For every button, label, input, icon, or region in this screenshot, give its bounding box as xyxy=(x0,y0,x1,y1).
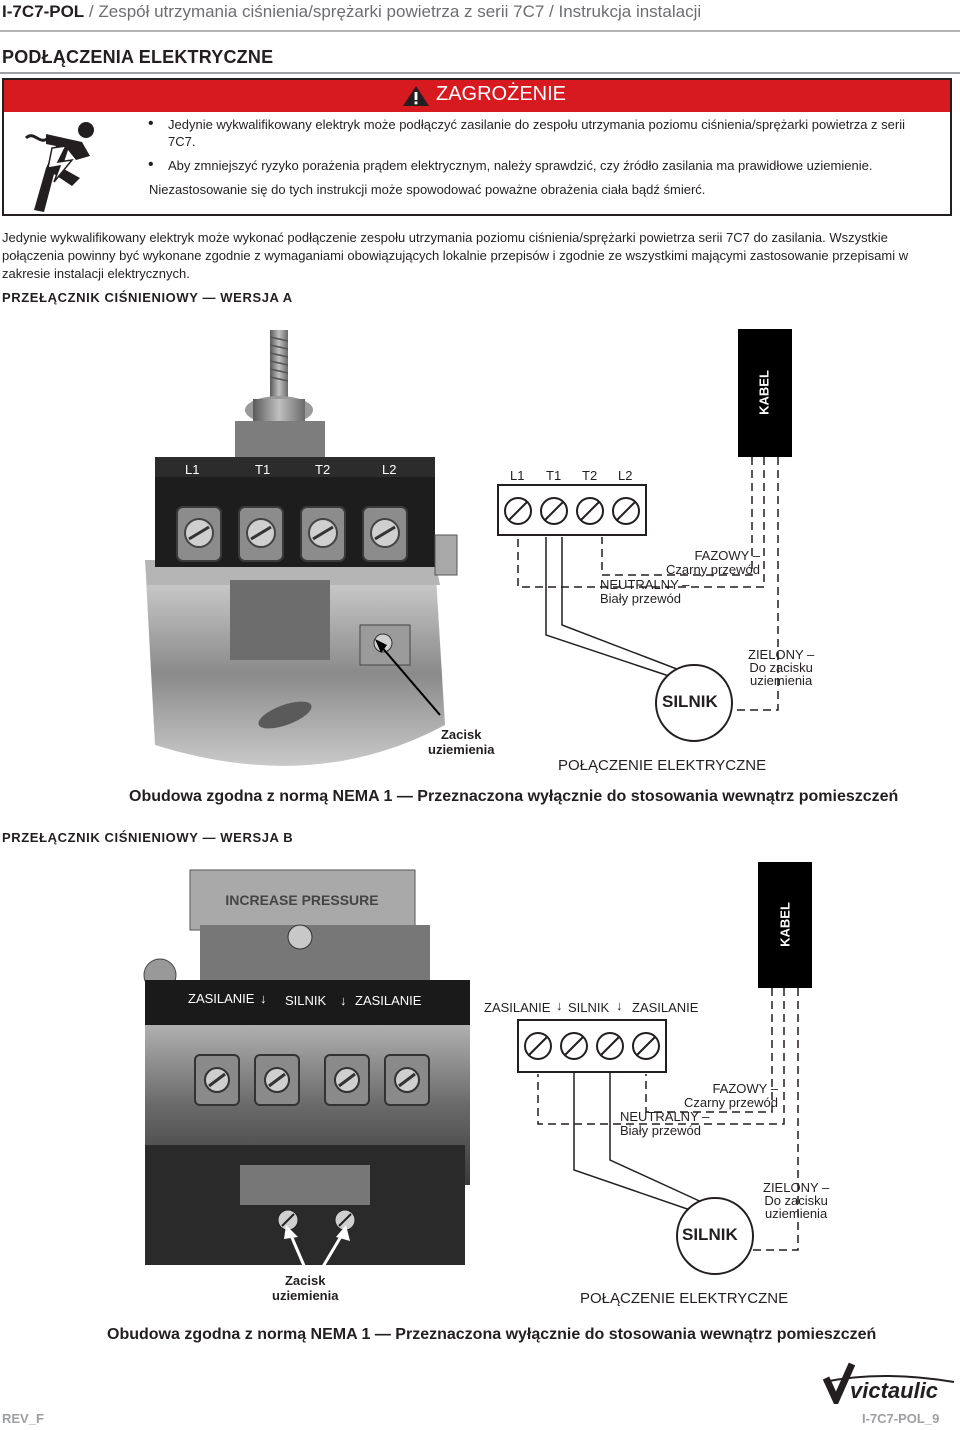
neutral-wire: Biały przewód xyxy=(620,1123,701,1138)
wiring-diagram-a xyxy=(497,329,792,742)
enclosure-caption-a: Obudowa zgodna z normą NEMA 1 — Przeznac… xyxy=(129,788,899,805)
ground-clamp-label-b: Zacisk uziemienia xyxy=(272,1273,338,1303)
photo-b-motor: SILNIK xyxy=(285,993,327,1008)
diagram-b-arrow-icon: ↓ xyxy=(616,998,623,1013)
electric-shock-icon xyxy=(24,122,94,212)
document-header: I-7C7-POL / Zespół utrzymania ciśnienia/… xyxy=(2,2,701,22)
photo-b-arrow-icon: ↓ xyxy=(340,993,347,1008)
warning-triangle-icon xyxy=(403,86,429,106)
header-separator: / xyxy=(84,2,99,21)
pressure-switch-photo-a xyxy=(135,325,475,785)
section-title: PODŁĄCZENIA ELEKTRYCZNE xyxy=(2,47,274,67)
version-a-title: PRZEŁĄCZNIK CIŚNIENIOWY — WERSJA A xyxy=(2,290,293,305)
diagram-b-arrow-icon: ↓ xyxy=(556,998,563,1013)
neutral-wire-label-b: NEUTRALNY – Biały przewód xyxy=(620,1110,709,1138)
ground-line-3: uziemienia xyxy=(765,1206,828,1221)
diagram-a-terminal-label: T1 xyxy=(546,468,562,483)
diagram-a-terminal-label: L2 xyxy=(618,468,633,483)
diagram-b-supply-left: ZASILANIE xyxy=(484,1000,551,1015)
kabel-label-b: KABEL xyxy=(777,902,793,947)
ground-clamp-label-a: Zacisk uziemienia xyxy=(428,727,494,757)
header-title: Zespół utrzymania ciśnienia/sprężarki po… xyxy=(98,2,702,21)
connection-caption-b: POŁĄCZENIE ELEKTRYCZNE xyxy=(580,1290,789,1307)
phase-label: FAZOWY – xyxy=(694,548,760,563)
ground-wire-label-b: ZIELONY – Do zacisku uziemienia xyxy=(763,1181,829,1220)
diagram-a-terminal-label: L1 xyxy=(510,468,525,483)
clamp-line-2: uziemienia xyxy=(428,742,495,757)
phase-wire: Czarny przewód xyxy=(684,1095,778,1110)
kabel-label-a: KABEL xyxy=(756,370,772,415)
diagram-b-motor: SILNIK xyxy=(568,1000,610,1015)
ground-line-1: ZIELONY – xyxy=(763,1180,830,1195)
ground-line-2: Do zacisku xyxy=(764,1193,828,1208)
footer-page: I-7C7-POL_9 xyxy=(862,1411,940,1426)
footer-revision: REV_F xyxy=(2,1411,44,1426)
ground-line-3: uziemienia xyxy=(750,673,813,688)
diagram-b-supply-right: ZASILANIE xyxy=(632,1000,699,1015)
clamp-line-1: Zacisk xyxy=(440,727,482,742)
danger-list: Jedynie wykwalifikowany elektryk może po… xyxy=(146,115,936,198)
header-rule xyxy=(0,30,960,32)
victaulic-logo: victaulic xyxy=(822,1362,955,1404)
clamp-line-1: Zacisk xyxy=(284,1273,326,1288)
enclosure-caption-b: Obudowa zgodna z normą NEMA 1 — Przeznac… xyxy=(107,1326,877,1343)
photo-a-terminal-label: L2 xyxy=(382,462,397,477)
photo-b-arrow-icon: ↓ xyxy=(260,991,267,1006)
photo-a-terminal-label: T2 xyxy=(315,462,331,477)
phase-wire-label-a: FAZOWY – Czarny przewód xyxy=(666,549,760,577)
ground-line-2: Do zacisku xyxy=(749,660,813,675)
danger-bullet: Jedynie wykwalifikowany elektryk może po… xyxy=(146,115,936,150)
photo-a-terminal-label: T1 xyxy=(255,462,271,477)
doc-code: I-7C7-POL xyxy=(2,2,85,21)
danger-box: ZAGROŻENIE Jedynie wykwalifikowany elekt… xyxy=(2,78,952,216)
motor-label-b: SILNIK xyxy=(682,1225,738,1244)
connection-caption-a: POŁĄCZENIE ELEKTRYCZNE xyxy=(558,757,767,774)
section-rule xyxy=(0,72,960,74)
motor-label-a: SILNIK xyxy=(662,692,718,711)
clamp-line-2: uziemienia xyxy=(272,1288,339,1303)
logo-text: victaulic xyxy=(850,1378,938,1403)
photo-a-terminal-label: L1 xyxy=(185,462,200,477)
neutral-label: NEUTRALNY – xyxy=(620,1109,710,1124)
phase-label: FAZOWY – xyxy=(712,1081,778,1096)
pressure-switch-photo-b: INCREASE PRESSURE xyxy=(140,865,470,1285)
ground-wire-label-a: ZIELONY – Do zacisku uziemienia xyxy=(748,648,814,687)
danger-heading: ZAGROŻENIE xyxy=(436,83,567,105)
ground-line-1: ZIELONY – xyxy=(748,647,815,662)
photo-b-supply-right: ZASILANIE xyxy=(355,993,422,1008)
phase-wire-label-b: FAZOWY – Czarny przewód xyxy=(684,1082,778,1110)
wiring-diagram-b xyxy=(517,862,812,1275)
version-b-title: PRZEŁĄCZNIK CIŚNIENIOWY — WERSJA B xyxy=(2,830,294,845)
phase-wire: Czarny przewód xyxy=(666,562,760,577)
neutral-wire-label-a: NEUTRALNY – Biały przewód xyxy=(600,578,689,606)
photo-b-top-text: INCREASE PRESSURE xyxy=(225,892,378,908)
danger-bullet: Aby zmniejszyć ryzyko porażenia prądem e… xyxy=(146,156,936,174)
danger-bar: ZAGROŻENIE xyxy=(4,80,950,112)
neutral-label: NEUTRALNY – xyxy=(600,577,690,592)
intro-paragraph: Jedynie wykwalifikowany elektryk może wy… xyxy=(2,230,909,281)
neutral-wire: Biały przewód xyxy=(600,591,681,606)
diagram-a-terminal-label: T2 xyxy=(582,468,598,483)
photo-b-supply-left: ZASILANIE xyxy=(188,991,255,1006)
danger-note: Niezastosowanie się do tych instrukcji m… xyxy=(149,182,706,197)
